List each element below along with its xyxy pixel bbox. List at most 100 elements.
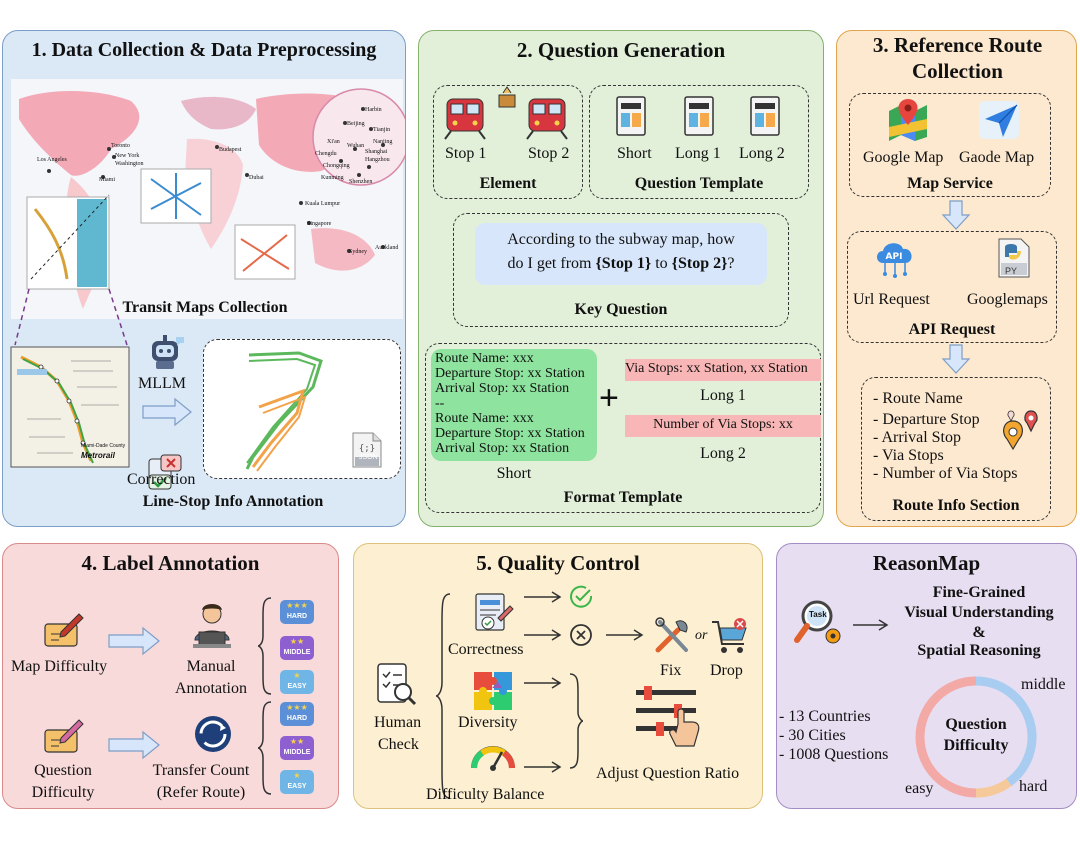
city-label-nanjing: Nanjing — [373, 139, 393, 145]
city-label-harbin: Harbin — [365, 107, 382, 113]
panel-3-title-line-1: 3. Reference Route — [872, 33, 1043, 57]
map-pen-icon — [44, 613, 84, 647]
drop-label: Drop — [710, 662, 743, 679]
city-label-shenzhen: Shenzhen — [349, 179, 373, 185]
donut-center-label-2: Difficulty — [943, 737, 1009, 754]
num-via-stops-bar — [625, 415, 821, 437]
template-long-1-label: Long 1 — [675, 145, 721, 162]
googlemaps-label: Googlemaps — [967, 291, 1048, 308]
train-icon-stop-1 — [444, 98, 486, 140]
panel-reasonmap: ReasonMap Task Fine-Grained Visual Under… — [776, 543, 1077, 809]
city-label-kunming: Kunming — [321, 175, 344, 181]
format-line-4: -- — [435, 396, 445, 411]
panel-5-title: 5. Quality Control — [476, 551, 640, 575]
arrow-right-line-4 — [524, 677, 562, 689]
city-label-xian: Xi'an — [327, 139, 340, 145]
metrorail-logo-text: Metrorail — [81, 451, 115, 460]
panel-question-generation: 2. Question Generation Stop 1 Stop 2 Ele… — [418, 30, 824, 527]
svg-text:★: ★ — [293, 671, 300, 680]
visual-understanding-label: Visual Understanding — [904, 604, 1054, 621]
stop-1-label: Stop 1 — [445, 145, 487, 162]
middle-badge-label: MIDDLE — [283, 649, 311, 656]
question-difficulty-label-1: Question — [34, 762, 92, 779]
gauge-icon — [471, 746, 515, 771]
url-request-label: Url Request — [853, 291, 930, 308]
metrorail-county-text: Miami-Dade County — [81, 443, 126, 449]
python-file-icon — [998, 238, 1030, 278]
arrow-right-icon-4a — [108, 626, 160, 656]
city-label-sydney: Sydney — [349, 249, 367, 255]
donut-center-label-1: Question — [945, 716, 1007, 733]
check-label: Check — [378, 736, 419, 753]
or-label: or — [695, 628, 708, 643]
main-brace — [435, 593, 451, 799]
format-long-2-label: Long 2 — [700, 445, 746, 462]
route-item-1: - Route Name — [873, 390, 963, 407]
difficulty-balance-label: Difficulty Balance — [426, 786, 545, 803]
correctness-label: Correctness — [448, 641, 524, 658]
format-line-7: Arrival Stop: xx Station — [435, 441, 570, 456]
refer-route-label: (Refer Route) — [156, 784, 246, 801]
train-icon-stop-2 — [526, 98, 568, 140]
city-label-los-angeles: Los Angeles — [37, 157, 67, 163]
panel-reference-route: 3. Reference Route Collection Google Map… — [836, 30, 1077, 527]
ampersand-label: & — [972, 624, 986, 641]
donut-slice-hard — [975, 778, 1012, 798]
hard-badge-icon-2: ★★★ — [280, 702, 314, 726]
panel-3-title-line-2: Collection — [912, 59, 1003, 83]
donut-label-middle: middle — [1021, 676, 1066, 693]
brace-bottom — [257, 701, 272, 795]
middle-badge-icon-2: ★★ — [280, 736, 314, 760]
via-stops-bar — [625, 359, 821, 381]
arrow-right-line-5 — [524, 761, 562, 773]
format-line-3: Arrival Stop: xx Station — [435, 381, 570, 396]
element-box — [433, 85, 583, 199]
map-service-caption: Map Service — [907, 175, 993, 192]
easy-badge-label-2: EASY — [287, 783, 307, 790]
middle-badge-label-2: MIDDLE — [283, 749, 311, 756]
element-caption: Element — [479, 175, 537, 192]
panel-quality-control: 5. Quality Control Human Check Correctne… — [353, 543, 763, 809]
question-template-box — [589, 85, 809, 199]
template-short-label: Short — [617, 145, 652, 162]
cart-drop-icon — [712, 618, 747, 653]
city-label-budapest: Budapest — [219, 147, 242, 153]
stat-countries: - 13 Countries — [779, 708, 871, 725]
arrow-down-icon-2 — [941, 344, 971, 374]
manual-label: Manual — [186, 658, 236, 675]
via-stops-text: Via Stops: xx Station, xx Station — [625, 361, 808, 376]
key-question-line-1: According to the subway map, how — [507, 231, 735, 248]
robot-icon — [152, 335, 184, 369]
format-line-5: Route Name: xxx — [435, 411, 534, 426]
panel-6-title: ReasonMap — [872, 551, 981, 575]
panel-label-annotation: 4. Label Annotation Map Difficulty Manua… — [2, 543, 339, 809]
format-line-2: Departure Stop: xx Station — [435, 366, 585, 381]
task-label: Task — [809, 610, 827, 619]
city-label-dubai: Dubai — [249, 175, 264, 181]
template-long-2-label: Long 2 — [739, 145, 785, 162]
key-question-stop-1: {Stop 1} — [595, 255, 652, 272]
city-label-chengdu: Chengdu — [315, 151, 337, 157]
stat-cities: - 30 Cities — [779, 727, 846, 744]
json-label: JSON — [359, 454, 378, 461]
google-map-label: Google Map — [863, 149, 944, 166]
gaode-map-label: Gaode Map — [959, 149, 1035, 166]
easy-badge-icon-2: ★ — [280, 770, 314, 794]
key-question-to: to — [651, 255, 672, 272]
svg-text:★: ★ — [293, 771, 300, 780]
annotator-person-icon — [193, 604, 231, 648]
route-item-5: - Number of Via Stops — [873, 465, 1018, 482]
annotation-label: Annotation — [175, 680, 247, 697]
format-template-caption: Format Template — [563, 489, 683, 506]
key-question-end: ? — [727, 255, 735, 272]
format-short-box — [431, 349, 597, 461]
donut-slice-middle — [975, 676, 1037, 786]
slider-adjust-icon — [636, 686, 700, 747]
transfer-count-label: Transfer Count — [152, 762, 250, 779]
stat-questions: - 1008 Questions — [779, 746, 889, 763]
arrow-right-icon-4b — [108, 730, 160, 760]
svg-text:★★★: ★★★ — [286, 703, 308, 712]
map-service-box — [849, 93, 1051, 197]
svg-text:{;}: {;} — [359, 444, 375, 454]
arrow-right-line-1 — [524, 591, 562, 603]
